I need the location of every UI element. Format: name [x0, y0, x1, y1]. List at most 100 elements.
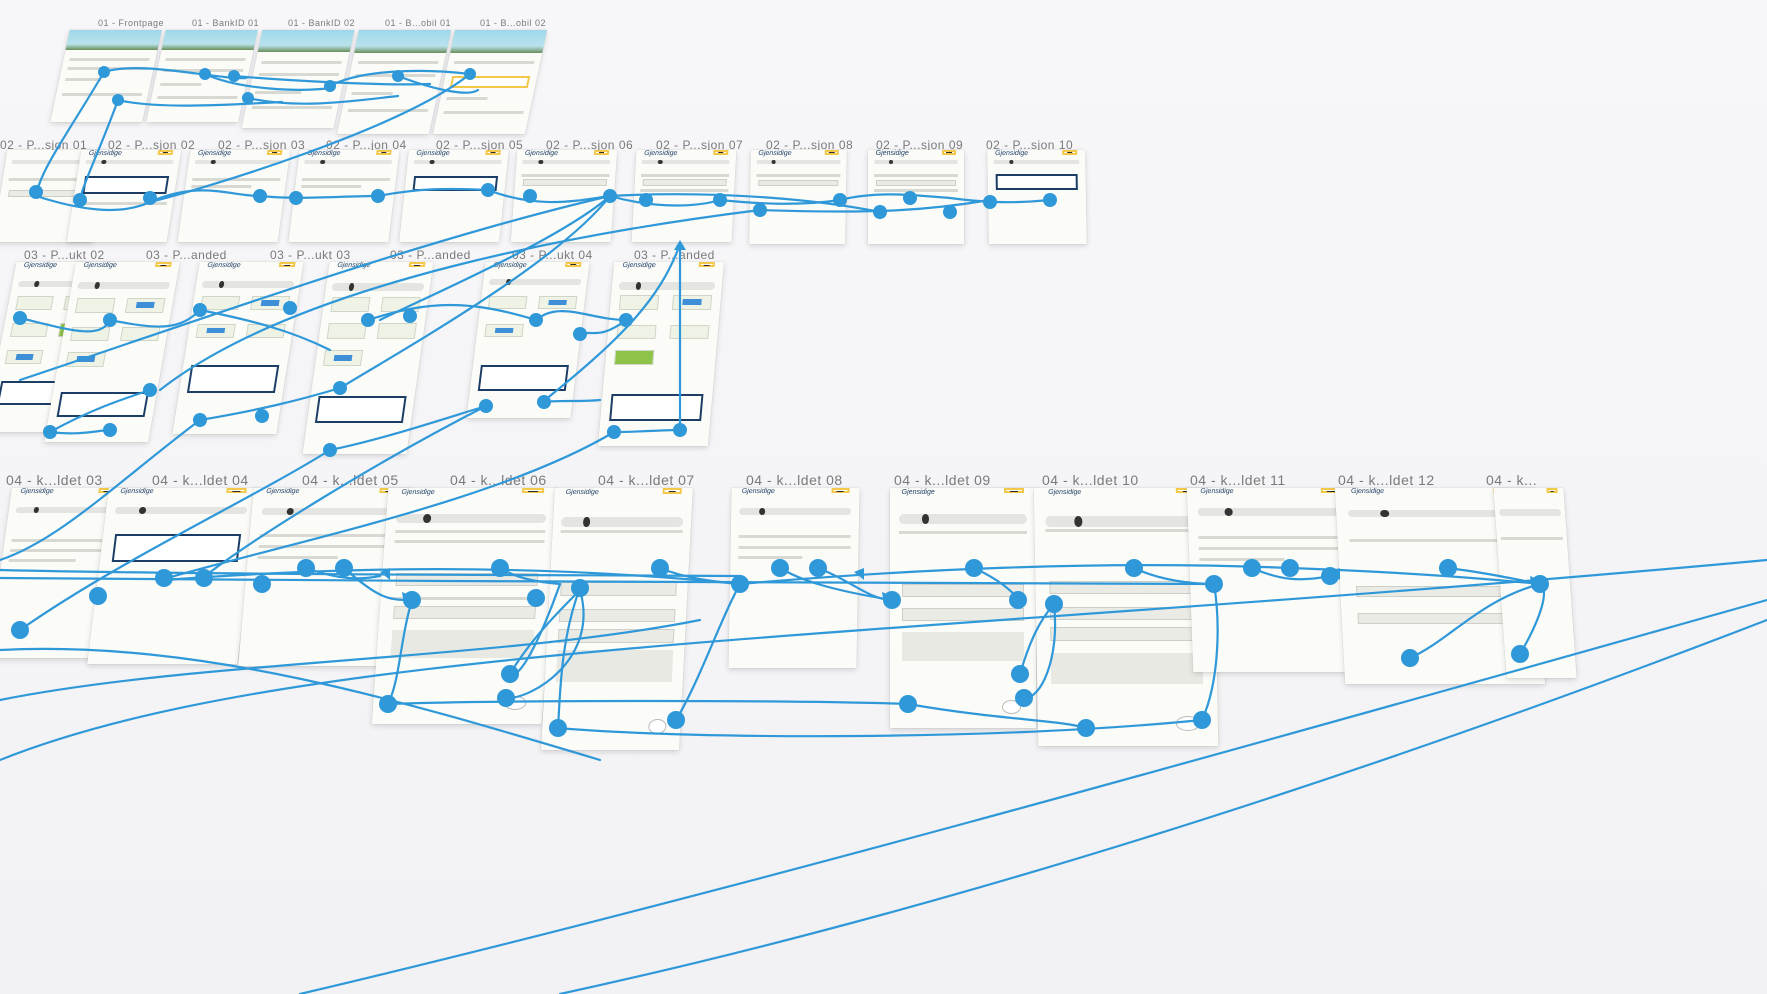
link — [578, 318, 628, 336]
link — [338, 194, 612, 390]
hotspot — [242, 92, 254, 104]
link — [376, 187, 490, 198]
hotspot — [731, 575, 749, 593]
link — [342, 566, 414, 602]
link — [556, 718, 1204, 738]
hotspot — [1125, 559, 1143, 577]
link — [116, 98, 284, 107]
hotspot — [1243, 559, 1261, 577]
hotspot — [255, 409, 269, 423]
screen-label-k-ldet-07: 04 - k...ldet 07 — [598, 472, 695, 488]
link — [304, 566, 382, 580]
hotspot — [667, 711, 685, 729]
link — [18, 448, 332, 632]
link — [148, 189, 262, 204]
hotspot — [753, 203, 767, 217]
link — [148, 72, 472, 204]
link — [608, 193, 882, 214]
hotspot — [501, 665, 519, 683]
hotspot — [873, 205, 887, 219]
link — [198, 404, 488, 582]
hotspot — [193, 303, 207, 317]
hotspot — [651, 559, 669, 577]
link — [738, 564, 1292, 586]
hotspot — [379, 695, 397, 713]
screen-p-sjon-09[interactable]: Gjensidige — [868, 150, 964, 244]
hotspot — [253, 189, 267, 203]
hotspot — [333, 381, 347, 395]
link — [542, 398, 602, 404]
link — [396, 74, 480, 94]
link — [108, 308, 202, 328]
hotspot — [607, 425, 621, 439]
arrowhead — [882, 592, 892, 604]
hotspot — [1193, 711, 1211, 729]
hotspot — [73, 193, 87, 207]
hotspot — [283, 301, 297, 315]
hotspot — [195, 569, 213, 587]
hotspot — [199, 68, 211, 80]
link — [758, 198, 992, 213]
hotspot — [112, 94, 124, 106]
link — [18, 194, 612, 382]
link — [906, 702, 1088, 730]
screen-label-k-ldet-11: 04 - k...ldet 11 — [1190, 472, 1286, 488]
hotspot — [371, 189, 385, 203]
link — [534, 310, 628, 322]
hotspot — [29, 185, 43, 199]
screen-label-k-more: 04 - k... — [1486, 472, 1538, 488]
hotspot — [1077, 719, 1095, 737]
screen-label-k-ldet-08: 04 - k...ldet 08 — [746, 472, 843, 488]
screen-k-ldet-09[interactable]: Gjensidige — [890, 488, 1036, 728]
hotspot — [1281, 559, 1299, 577]
hotspot — [228, 70, 240, 82]
screen-label-p-sjon-02: 02 - P...sjon 02 — [108, 138, 196, 152]
hotspot — [1401, 649, 1419, 667]
screen-label-p-anded-3: 03 - P...anded — [634, 248, 715, 262]
hotspot — [899, 695, 917, 713]
hotspot — [903, 191, 917, 205]
link — [538, 242, 682, 406]
hotspot — [527, 589, 545, 607]
hotspot — [1011, 665, 1029, 683]
hotspot — [43, 425, 57, 439]
arrowhead — [380, 568, 390, 580]
screen-label-k-ldet-03: 04 - k...ldet 03 — [6, 472, 103, 488]
link — [102, 67, 248, 80]
link — [158, 208, 762, 392]
hotspot — [571, 579, 589, 597]
link — [378, 194, 612, 322]
link — [48, 428, 112, 435]
screen-label-p-sjon-09: 02 - P...sjon 09 — [876, 138, 964, 152]
hotspot — [98, 66, 110, 78]
hotspot — [809, 559, 827, 577]
link — [328, 404, 488, 452]
screen-label-bankid-01: 01 - BankID 01 — [192, 18, 260, 28]
screen-label-p-ukt-04: 03 - P...ukt 04 — [512, 248, 593, 262]
hotspot — [603, 189, 617, 203]
hotspot — [392, 70, 404, 82]
hotspot — [481, 183, 495, 197]
hotspot — [1043, 193, 1057, 207]
hotspot — [335, 559, 353, 577]
screen-label-p-ukt-03: 03 - P...ukt 03 — [270, 248, 351, 262]
link — [386, 598, 414, 706]
arrowhead — [1330, 568, 1340, 580]
arrowhead — [1530, 576, 1540, 588]
hotspot — [479, 399, 493, 413]
link — [0, 418, 202, 562]
hotspot — [143, 383, 157, 397]
link — [612, 428, 682, 434]
screen-label-bmobil-02: 01 - B...obil 02 — [480, 18, 547, 28]
hotspot — [573, 327, 587, 341]
link — [162, 568, 742, 586]
hotspot — [523, 189, 537, 203]
link — [198, 386, 342, 422]
hotspot — [529, 313, 543, 327]
link — [608, 194, 722, 207]
link — [0, 647, 602, 762]
hotspot — [143, 191, 157, 205]
screen-label-bankid-02: 01 - BankID 02 — [288, 18, 356, 28]
link — [1518, 582, 1545, 656]
